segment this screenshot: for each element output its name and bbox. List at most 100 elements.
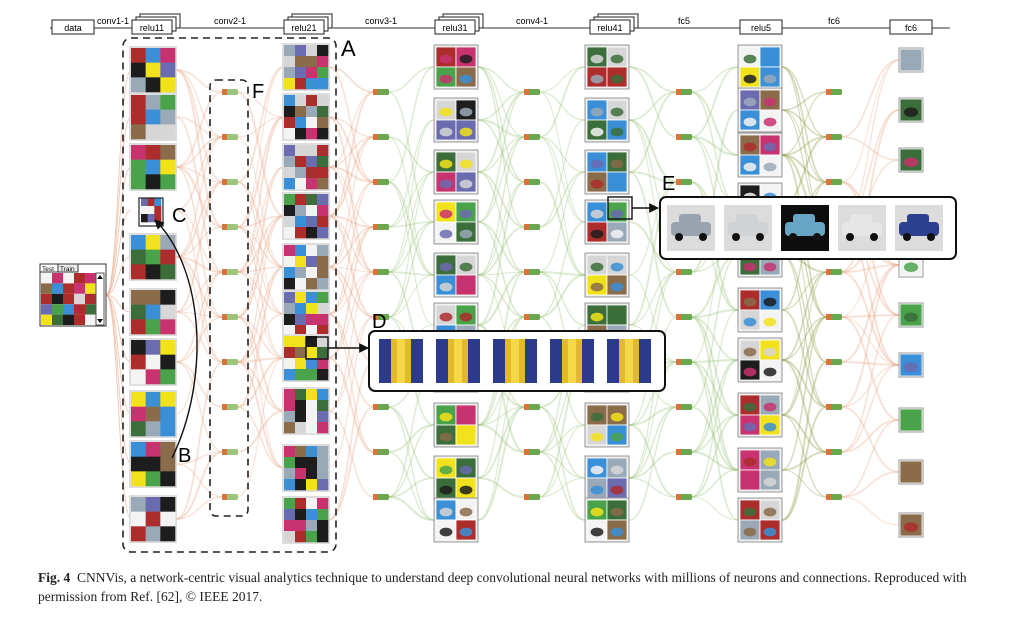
mosaic-cell xyxy=(63,273,74,284)
edge xyxy=(175,496,224,520)
edge xyxy=(175,255,224,274)
edge xyxy=(781,91,828,111)
edge xyxy=(781,315,828,417)
edge xyxy=(105,294,132,465)
cluster-node-accent xyxy=(222,224,227,230)
feature-patch-cell xyxy=(160,304,176,320)
arrow-b xyxy=(154,219,198,459)
image-tile-border xyxy=(899,408,923,432)
feature-patch-cell xyxy=(295,216,307,228)
feature-patch-cell xyxy=(317,446,329,458)
feature-patch-cell xyxy=(160,369,176,385)
image-tile-subject xyxy=(763,477,777,487)
image-tile-subject xyxy=(439,312,453,322)
tab-train[interactable] xyxy=(57,263,79,273)
mosaic-cell xyxy=(63,304,74,315)
input-scrollbar[interactable] xyxy=(95,272,105,326)
edge xyxy=(236,90,285,218)
feature-patch-cell xyxy=(295,67,307,79)
cluster-node-accent xyxy=(524,269,529,275)
image-tile-subject xyxy=(610,127,624,137)
image-tile-subject xyxy=(903,107,919,118)
feature-patch-cell xyxy=(317,531,329,543)
edge xyxy=(236,271,285,315)
image-tile-subject xyxy=(439,159,453,169)
edge xyxy=(387,424,435,498)
edge xyxy=(175,256,224,363)
feature-patch-cell xyxy=(295,117,307,129)
edge xyxy=(690,361,739,521)
feature-patch-cell xyxy=(160,77,176,93)
edge xyxy=(236,166,285,318)
scroll-down-icon[interactable] xyxy=(97,319,103,323)
feature-patch-cell xyxy=(145,392,161,407)
feature-patch-cell xyxy=(131,48,146,63)
feature-patch-cell xyxy=(295,145,307,157)
feature-patch-cell xyxy=(317,245,329,257)
stripe-patch-highlight xyxy=(568,339,576,383)
edge xyxy=(327,406,375,521)
edge xyxy=(327,165,375,184)
mosaic-cell xyxy=(52,304,63,315)
layer-box-relu31[interactable]: relu31 xyxy=(434,13,484,35)
edge xyxy=(327,91,375,168)
edge xyxy=(175,91,224,168)
feature-patch-cell xyxy=(295,292,307,304)
image-tile-border xyxy=(759,414,781,436)
edge xyxy=(236,316,285,359)
edge xyxy=(840,314,900,453)
feature-patch-cell xyxy=(317,145,329,157)
input-data-panel[interactable]: Test Train xyxy=(39,263,107,327)
image-tile-subject xyxy=(743,347,757,357)
layer-box-data[interactable]: data xyxy=(51,19,95,35)
scroll-up-icon[interactable] xyxy=(97,275,103,279)
layer-box-relu21[interactable]: relu21 xyxy=(283,13,333,35)
layer-label-relu21: relu21 xyxy=(291,23,316,33)
feature-patch-cell xyxy=(145,369,161,385)
feature-patch-cell xyxy=(317,358,329,370)
layer-box-fc6[interactable]: fc6 xyxy=(889,19,933,35)
connector-label-conv3-1: conv3-1 xyxy=(365,16,397,26)
edge xyxy=(477,136,526,276)
feature-patch-cell xyxy=(317,256,329,268)
edge xyxy=(840,364,900,408)
feature-patch-cell xyxy=(295,479,307,491)
image-tile-subject xyxy=(459,209,473,219)
feature-patch-cell xyxy=(306,303,318,315)
edge xyxy=(387,136,435,276)
image-tile-subject xyxy=(763,142,777,152)
image-tile-border xyxy=(606,274,628,296)
feature-patch-cell xyxy=(284,411,296,423)
feature-patch-cell xyxy=(306,531,318,543)
feature-patch-cell xyxy=(284,389,296,401)
image-tile-subject xyxy=(439,527,453,537)
image-tile-border xyxy=(455,119,477,141)
layer-box-relu11[interactable]: relu11 xyxy=(131,13,181,35)
mosaic-cell xyxy=(52,314,63,325)
cluster-node-accent xyxy=(676,359,681,365)
edge xyxy=(690,414,739,453)
feature-patch-cell xyxy=(295,45,307,57)
feature-patch-cell xyxy=(284,347,296,359)
cluster-node-accent xyxy=(826,134,831,140)
edge xyxy=(236,181,285,268)
image-tile-subject xyxy=(743,317,757,327)
layer-box-relu5[interactable]: relu5 xyxy=(739,19,783,35)
stripe-patterns xyxy=(379,339,651,383)
feature-patch-cell xyxy=(317,336,329,348)
feature-patch-cell xyxy=(131,526,146,542)
feature-patch-cell xyxy=(295,446,307,458)
image-tile-subject xyxy=(590,282,604,292)
edge xyxy=(387,274,435,318)
image-tile-subject xyxy=(459,229,473,239)
image-tile-subject xyxy=(459,282,473,292)
edge xyxy=(477,316,526,479)
feature-patch-cell xyxy=(284,67,296,79)
layer-label-relu11: relu11 xyxy=(140,23,164,33)
feature-patch-cell xyxy=(131,442,146,457)
feature-patch-cell xyxy=(145,290,161,305)
feature-patch-cell xyxy=(295,389,307,401)
image-tile-subject xyxy=(439,127,453,137)
layer-box-relu41[interactable]: relu41 xyxy=(589,13,639,35)
edge xyxy=(538,136,586,223)
